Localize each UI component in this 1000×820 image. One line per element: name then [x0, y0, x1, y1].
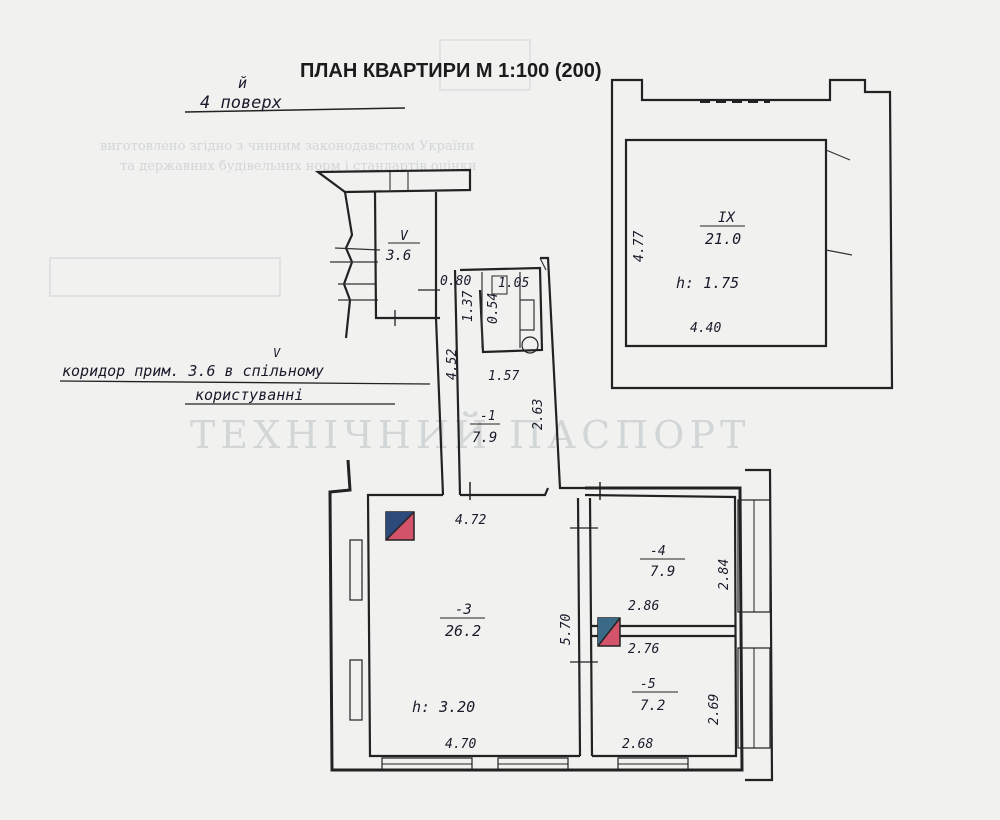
room-ix-dim-height: 4.77	[632, 231, 647, 262]
room-5-dim-top: 2.76	[628, 642, 659, 657]
lower-block-walls	[328, 459, 774, 782]
room-1-area: 7.9	[472, 430, 497, 446]
floor-text: 4 поверх	[200, 93, 283, 113]
upper-block-walls	[314, 168, 585, 496]
note-line-1: коридор прим. 3.6 в спільному	[62, 362, 324, 380]
room-3-dim-bottom: 4.70	[445, 737, 476, 752]
watermark-line-1: виготовлено згідно з чинним законодавств…	[100, 139, 474, 154]
room-3-number: -3	[455, 602, 472, 618]
room-5-dim-right: 2.69	[707, 694, 722, 725]
room-ix-dim-width: 4.40	[690, 321, 721, 336]
faded-stamp-seal	[439, 39, 531, 91]
room-5-label: 2.76 -5 7.2 2.68 2.69	[622, 642, 722, 752]
room-3-area: 26.2	[445, 622, 481, 640]
room-1-label: -1 7.9 4.52 2.63	[445, 349, 546, 446]
room-1-dim-right: 2.63	[531, 399, 546, 430]
room-4-area: 7.9	[650, 564, 675, 580]
room-ix-label: IX 21.0 h: 1.75 4.40 4.77	[632, 210, 745, 336]
plan-title: ПЛАН КВАРТИРИ М 1:100 (200)	[300, 60, 602, 82]
stove-icon-small	[597, 617, 621, 647]
note-roman: V	[273, 346, 281, 360]
room-ix-roman: IX	[718, 210, 736, 226]
room-3-dim-top: 4.72	[455, 513, 486, 528]
room-v-label: V 3.6 0.80 1.37 1.05	[385, 229, 529, 322]
room-ix-area: 21.0	[705, 230, 741, 248]
room-5-dim-bottom: 2.68	[622, 737, 653, 752]
floor-label: й 4 поверх	[184, 74, 406, 113]
room-4-label: -4 7.9 2.86 2.84	[628, 544, 732, 614]
room-v-roman: V	[400, 229, 409, 244]
room-4-dim-height: 2.84	[717, 559, 732, 590]
room-v-area: 3.6	[385, 248, 411, 264]
room-1-dim-left: 4.52	[445, 349, 460, 380]
room-v-dim-c: 1.05	[498, 276, 529, 291]
note-line-2: користуванні	[195, 386, 303, 404]
room-3-label: 4.72 -3 26.2 h: 3.20 4.70 5.70	[412, 513, 574, 752]
room-ix-walls	[610, 78, 894, 390]
bath-label: 0.54 1.57	[486, 293, 519, 384]
room-3-dim-right: 5.70	[559, 614, 574, 645]
room-3-height: h: 3.20	[412, 698, 475, 716]
room-v-dim-b: 1.37	[461, 291, 476, 322]
room-v-dim-a: 0.80	[440, 274, 471, 289]
corridor-note: V коридор прим. 3.6 в спільному користув…	[59, 346, 431, 405]
bath-dim-bottom: 1.57	[488, 369, 519, 384]
faded-stamp-box	[49, 257, 281, 297]
bath-code: 0.54	[486, 293, 501, 324]
watermark-line-2: та державних будівельних норм і стандарт…	[120, 159, 477, 174]
room-1-number: -1	[480, 409, 496, 424]
stove-icon-large	[385, 511, 415, 541]
room-4-number: -4	[650, 544, 666, 559]
room-5-area: 7.2	[640, 698, 665, 714]
room-5-number: -5	[640, 677, 656, 692]
room-4-dim-width: 2.86	[628, 599, 659, 614]
room-ix-height: h: 1.75	[676, 274, 739, 292]
floor-superscript: й	[238, 74, 247, 92]
watermark-heading: ТЕХНІЧНИЙ ПАСПОРТ	[190, 412, 750, 457]
